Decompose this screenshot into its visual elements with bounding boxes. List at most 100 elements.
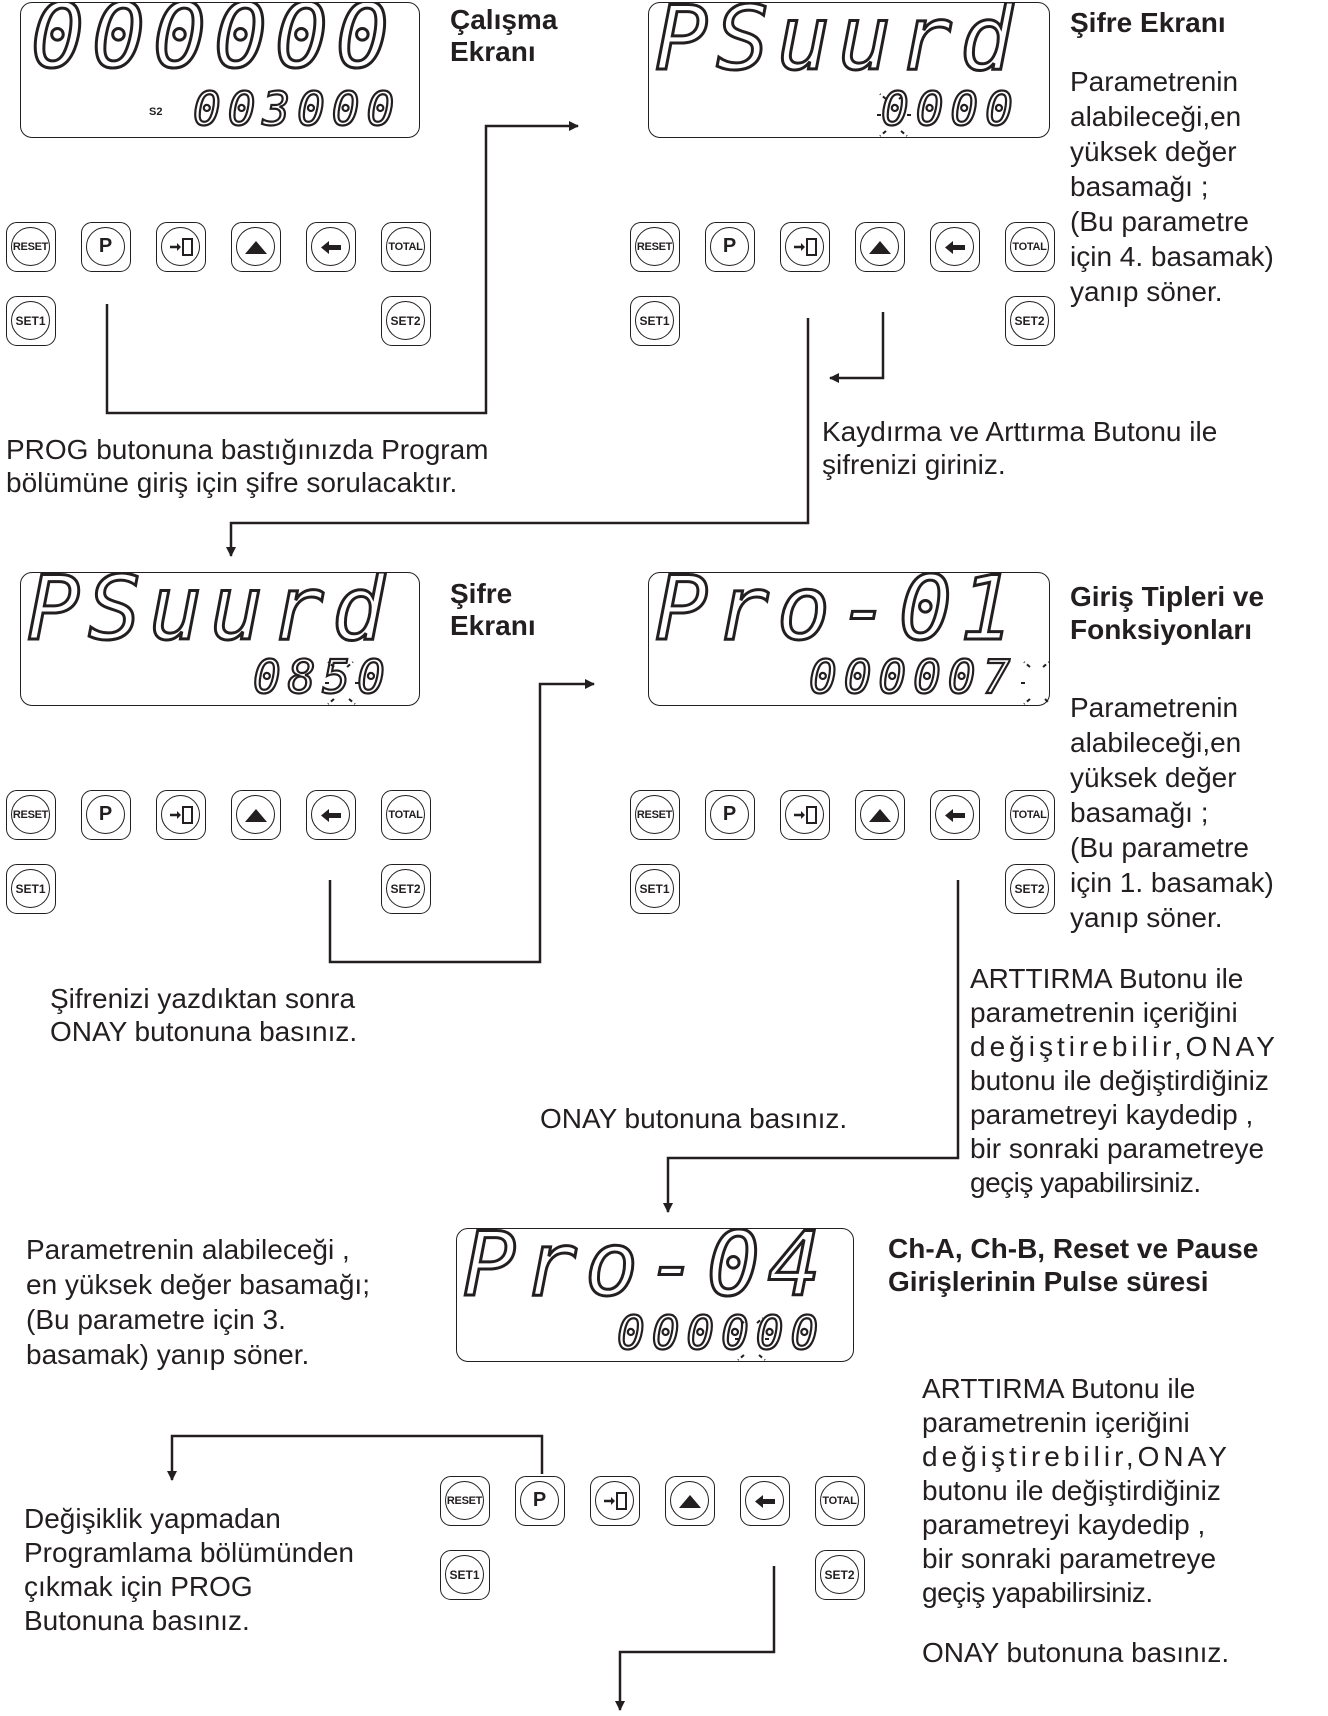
set2-button[interactable]: SET2	[1005, 864, 1055, 914]
title-line: Şifre Ekranı	[1070, 7, 1226, 38]
reset-button[interactable]: RESET	[440, 1476, 490, 1526]
note-digit-3: Parametrenin alabileceği , en yüksek değ…	[26, 1232, 370, 1372]
note-line: yanıp söner.	[1070, 902, 1223, 933]
shift-icon	[169, 805, 193, 824]
note-line: butonu ile değiştirdiğiniz	[922, 1475, 1221, 1506]
shift-icon	[793, 237, 817, 256]
note-digit-1: Parametrenin alabileceği,en yüksek değer…	[1070, 690, 1274, 935]
reset-button[interactable]: RESET	[6, 222, 56, 272]
total-button[interactable]: TOTAL	[381, 790, 431, 840]
note-line: basamak) yanıp söner.	[26, 1339, 310, 1370]
button-label: TOTAL	[388, 240, 423, 253]
title-line: Ekranı	[450, 36, 536, 67]
set2-button[interactable]: SET2	[815, 1550, 865, 1600]
note-line: Kaydırma ve Arttırma Butonu ile	[822, 416, 1218, 447]
lcd-display: 000000 S2 003000	[30, 3, 401, 137]
set1-button[interactable]: SET1	[630, 296, 680, 346]
prog-button[interactable]: P	[705, 222, 755, 272]
note-line: ONAY butonuna basınız.	[540, 1103, 848, 1134]
reset-button[interactable]: RESET	[630, 222, 680, 272]
note-line: Butonuna basınız.	[24, 1605, 250, 1636]
enter-button[interactable]	[306, 790, 356, 840]
up-button[interactable]	[665, 1476, 715, 1526]
note-digit-4: Parametrenin alabileceği,en yüksek değer…	[1070, 64, 1274, 309]
blink-marker	[733, 1317, 771, 1361]
up-button[interactable]	[231, 790, 281, 840]
shift-icon	[169, 237, 193, 256]
prog-button[interactable]: P	[81, 222, 131, 272]
total-button[interactable]: TOTAL	[1005, 222, 1055, 272]
set1-button[interactable]: SET1	[6, 864, 56, 914]
up-arrow-icon	[868, 240, 891, 254]
set2-button[interactable]: SET2	[381, 296, 431, 346]
enter-icon	[320, 240, 341, 254]
set2-button[interactable]: SET2	[1005, 296, 1055, 346]
note-line: parametreyi kaydedip ,	[922, 1509, 1206, 1540]
button-label: SET2	[1014, 313, 1045, 328]
button-label: TOTAL	[1012, 240, 1047, 253]
lcd-sub-digits: 003000	[193, 82, 401, 136]
reset-button[interactable]: RESET	[6, 790, 56, 840]
lcd-working-screen: 000000 S2 003000	[20, 2, 420, 138]
set1-button[interactable]: SET1	[630, 864, 680, 914]
title-line: Ch-A, Ch-B, Reset ve Pause	[888, 1233, 1259, 1264]
button-label: SET1	[15, 881, 46, 896]
blink-marker	[875, 93, 913, 137]
total-button[interactable]: TOTAL	[1005, 790, 1055, 840]
note-line: parametrenin içeriğini	[970, 997, 1238, 1028]
note-line: bölümüne giriş için şifre sorulacaktır.	[6, 467, 458, 498]
up-button[interactable]	[855, 222, 905, 272]
shift-button[interactable]	[156, 790, 206, 840]
prog-button[interactable]: P	[705, 790, 755, 840]
total-button[interactable]: TOTAL	[815, 1476, 865, 1526]
reset-button[interactable]: RESET	[630, 790, 680, 840]
title-line: Çalışma	[450, 4, 558, 35]
note-increment-2: ARTTIRMA Butonu ile parametrenin içeriği…	[922, 1372, 1276, 1610]
title-line: Girişlerinin Pulse süresi	[888, 1266, 1209, 1297]
lcd-main-text: PSuurd	[655, 3, 1021, 90]
flow-line	[226, 318, 810, 557]
button-label: P	[98, 803, 113, 825]
button-label: SET2	[824, 1567, 855, 1582]
flow-line	[663, 880, 960, 1213]
note-line: alabileceği,en	[1070, 101, 1242, 132]
screen-title: Çalışma Ekranı	[450, 4, 557, 68]
button-label: RESET	[636, 240, 673, 253]
note-enter-password: Şifrenizi yazdıktan sonra ONAY butonuna …	[50, 982, 357, 1048]
up-arrow-icon	[868, 808, 891, 822]
shift-button[interactable]	[156, 222, 206, 272]
set1-button[interactable]: SET1	[440, 1550, 490, 1600]
note-line: (Bu parametre	[1070, 832, 1249, 863]
flow-line	[105, 121, 579, 415]
lcd-main-text: Pro-04	[463, 1229, 829, 1316]
enter-button[interactable]	[306, 222, 356, 272]
flow-line	[328, 679, 595, 964]
up-button[interactable]	[231, 222, 281, 272]
prog-button[interactable]: P	[515, 1476, 565, 1526]
note-line: ONAY butonuna basınız.	[922, 1637, 1230, 1668]
flow-line	[829, 312, 885, 383]
prog-button[interactable]: P	[81, 790, 131, 840]
up-button[interactable]	[855, 790, 905, 840]
button-label: RESET	[12, 240, 49, 253]
note-line: en yüksek değer basamağı;	[26, 1269, 370, 1300]
shift-button[interactable]	[590, 1476, 640, 1526]
flow-line	[167, 1434, 544, 1481]
up-arrow-icon	[244, 240, 267, 254]
enter-button[interactable]	[740, 1476, 790, 1526]
title-line: Şifre	[450, 578, 513, 609]
button-label: RESET	[12, 808, 49, 821]
note-line: yüksek değer	[1070, 136, 1237, 167]
button-label: SET1	[639, 881, 670, 896]
shift-button[interactable]	[780, 222, 830, 272]
enter-button[interactable]	[930, 222, 980, 272]
title-line: Ekranı	[450, 610, 536, 641]
total-button[interactable]: TOTAL	[381, 222, 431, 272]
set1-button[interactable]: SET1	[6, 296, 56, 346]
shift-button[interactable]	[780, 790, 830, 840]
enter-button[interactable]	[930, 790, 980, 840]
set2-button[interactable]: SET2	[381, 864, 431, 914]
screen-title: Giriş Tipleri ve Fonksiyonları	[1070, 580, 1264, 646]
note-onay: ONAY butonuna basınız.	[540, 1102, 847, 1135]
note-line: geçiş yapabilirsiniz.	[970, 1167, 1201, 1198]
